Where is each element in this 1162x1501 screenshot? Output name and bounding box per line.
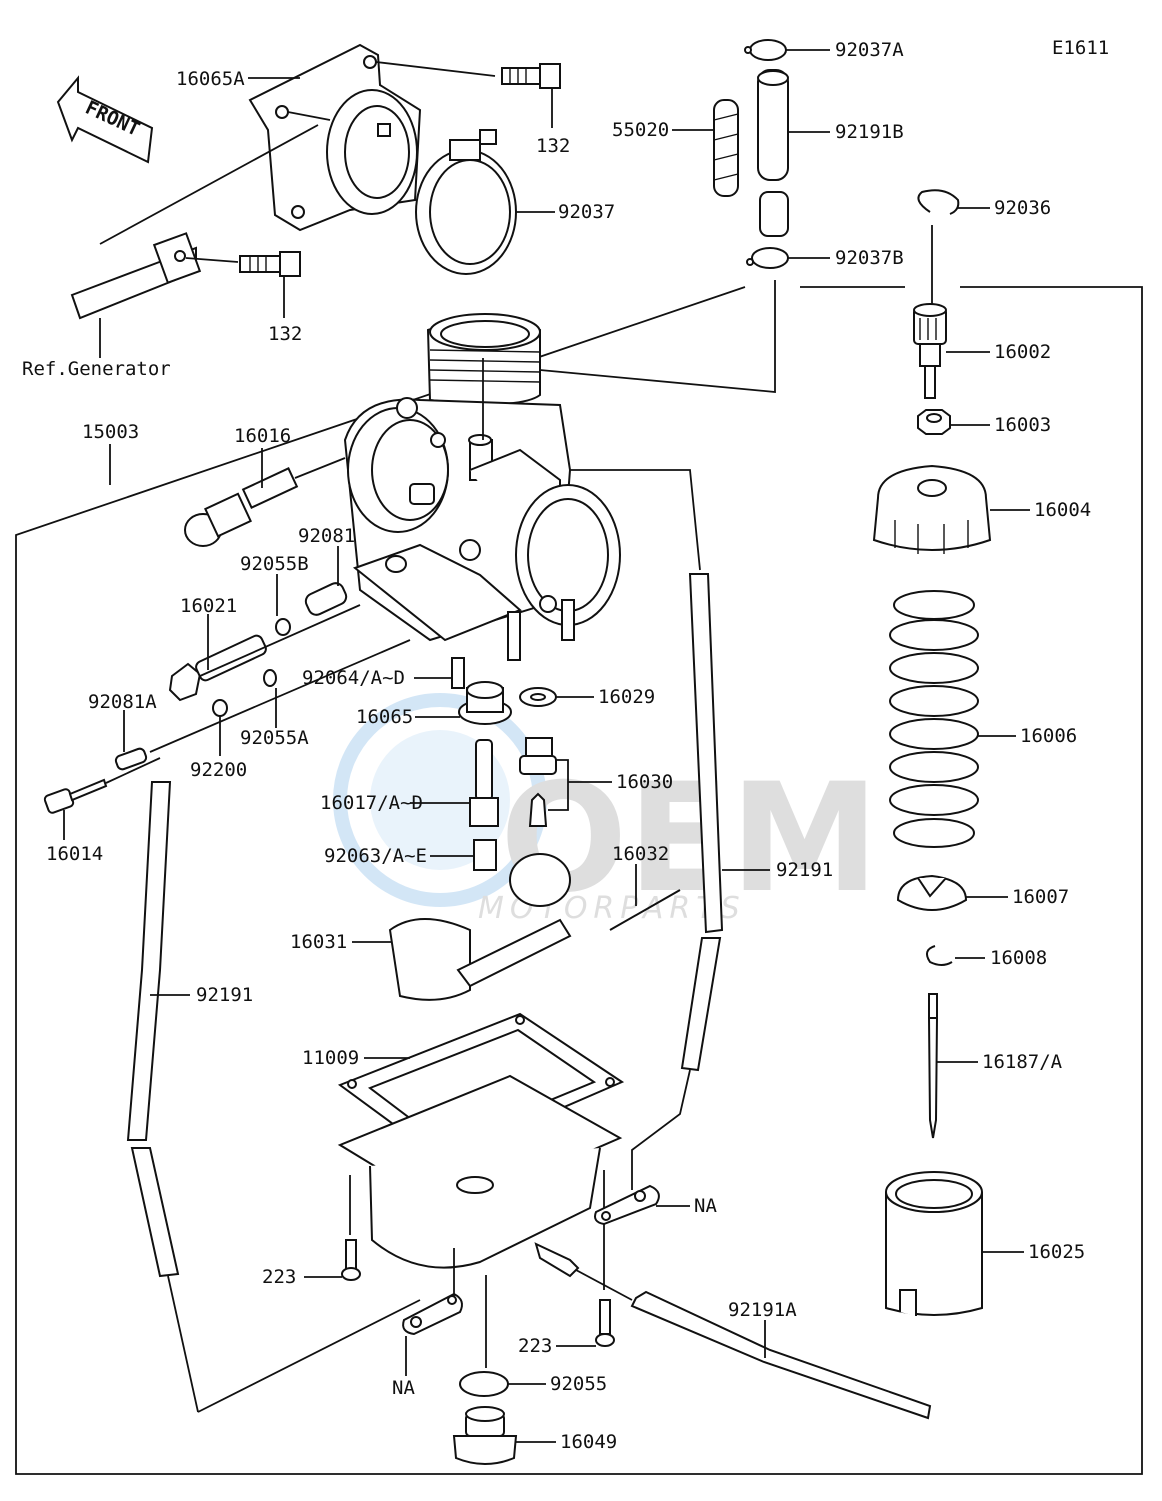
label-223-left: 223 <box>262 1266 296 1288</box>
diagram-code: E1611 <box>1052 37 1109 59</box>
holder-16065 <box>458 681 512 725</box>
needle-16187 <box>927 993 939 1139</box>
label-16007: 16007 <box>1012 886 1069 908</box>
adjuster-16002 <box>913 303 947 399</box>
label-16029: 16029 <box>598 686 655 708</box>
label-16017: 16017/A~D <box>320 792 423 814</box>
clip-16008 <box>925 945 953 966</box>
hose-92191B <box>757 69 789 237</box>
label-16065A: 16065A <box>176 68 245 90</box>
label-223-right: 223 <box>518 1335 552 1357</box>
cap-16004 <box>872 464 992 554</box>
label-92191A: 92191A <box>728 1299 797 1321</box>
oring-92055B <box>275 618 291 636</box>
spring-16006 <box>889 590 979 848</box>
label-16025: 16025 <box>1028 1241 1085 1263</box>
ref-generator-bracket <box>70 232 202 320</box>
label-132-bottom: 132 <box>268 323 302 345</box>
label-11009: 11009 <box>302 1047 359 1069</box>
bracket-NA-right <box>594 1184 660 1226</box>
clip-92036 <box>917 189 960 215</box>
label-NA-right: NA <box>694 1195 717 1217</box>
pin-16032 <box>609 889 681 931</box>
bolt-132-top <box>501 63 561 89</box>
plug-16049 <box>452 1406 518 1465</box>
label-16006: 16006 <box>1020 725 1077 747</box>
float-valve-16030 <box>519 737 557 827</box>
label-132-top: 132 <box>536 135 570 157</box>
bolt-132-bottom <box>239 251 301 277</box>
hose-92191-left <box>126 781 180 1278</box>
plunger-16016 <box>184 467 299 547</box>
needle-jet-16017 <box>469 739 499 827</box>
label-92037B: 92037B <box>835 247 904 269</box>
label-16003: 16003 <box>994 414 1051 436</box>
hose-92191A <box>630 1290 932 1420</box>
label-16049: 16049 <box>560 1431 617 1453</box>
label-55020: 55020 <box>612 119 669 141</box>
intake-manifold-16065A <box>248 43 422 232</box>
label-16065: 16065 <box>356 706 413 728</box>
washer-92200 <box>212 699 228 717</box>
screw-16014 <box>43 778 108 814</box>
label-92055B: 92055B <box>240 553 309 575</box>
label-16004: 16004 <box>1034 499 1091 521</box>
label-15003: 15003 <box>82 421 139 443</box>
label-92081A: 92081A <box>88 691 157 713</box>
label-16021: 16021 <box>180 595 237 617</box>
nut-16003 <box>917 409 951 435</box>
float-bowl <box>337 1074 623 1278</box>
oring-92055A <box>263 669 277 687</box>
front-arrow-icon: FRONT <box>56 75 154 164</box>
oring-92055 <box>459 1371 509 1397</box>
label-ref-generator: Ref.Generator <box>22 358 171 380</box>
ring-92037B <box>746 247 789 269</box>
label-92200: 92200 <box>190 759 247 781</box>
label-NA-left: NA <box>392 1377 415 1399</box>
label-92191-right: 92191 <box>776 859 833 881</box>
label-16187: 16187/A <box>982 1051 1063 1073</box>
hose-92191-right <box>680 573 724 1072</box>
clamp-92037 <box>415 129 517 275</box>
label-92191-left: 92191 <box>196 984 253 1006</box>
label-92036: 92036 <box>994 197 1051 219</box>
label-92037A: 92037A <box>835 39 904 61</box>
jet-92064 <box>451 657 465 689</box>
label-16016: 16016 <box>234 425 291 447</box>
hose-55020 <box>713 99 739 197</box>
label-16014: 16014 <box>46 843 103 865</box>
spring-92081 <box>304 582 348 616</box>
label-92191B: 92191B <box>835 121 904 143</box>
bracket-NA-left <box>402 1292 463 1336</box>
float-16031 <box>388 853 572 1001</box>
screw-223-left <box>341 1239 361 1281</box>
label-92055: 92055 <box>550 1373 607 1395</box>
label-16030: 16030 <box>616 771 673 793</box>
label-16031: 16031 <box>290 931 347 953</box>
label-92064: 92064/A~D <box>302 667 405 689</box>
label-92063: 92063/A~E <box>324 845 427 867</box>
throttle-valve-16025 <box>885 1171 983 1316</box>
carburetor-body-15003 <box>343 313 621 661</box>
screw-223-right <box>595 1299 615 1347</box>
label-16002: 16002 <box>994 341 1051 363</box>
label-92081: 92081 <box>298 525 355 547</box>
plate-16007 <box>896 874 968 911</box>
spring-92081A <box>114 747 148 771</box>
label-16008: 16008 <box>990 947 1047 969</box>
label-16032: 16032 <box>612 843 669 865</box>
frame-lines <box>15 286 1143 1475</box>
label-92037: 92037 <box>558 201 615 223</box>
jet-92063 <box>473 839 497 871</box>
ring-16029 <box>519 687 557 707</box>
ring-92037A <box>744 39 787 61</box>
label-92055A: 92055A <box>240 727 309 749</box>
